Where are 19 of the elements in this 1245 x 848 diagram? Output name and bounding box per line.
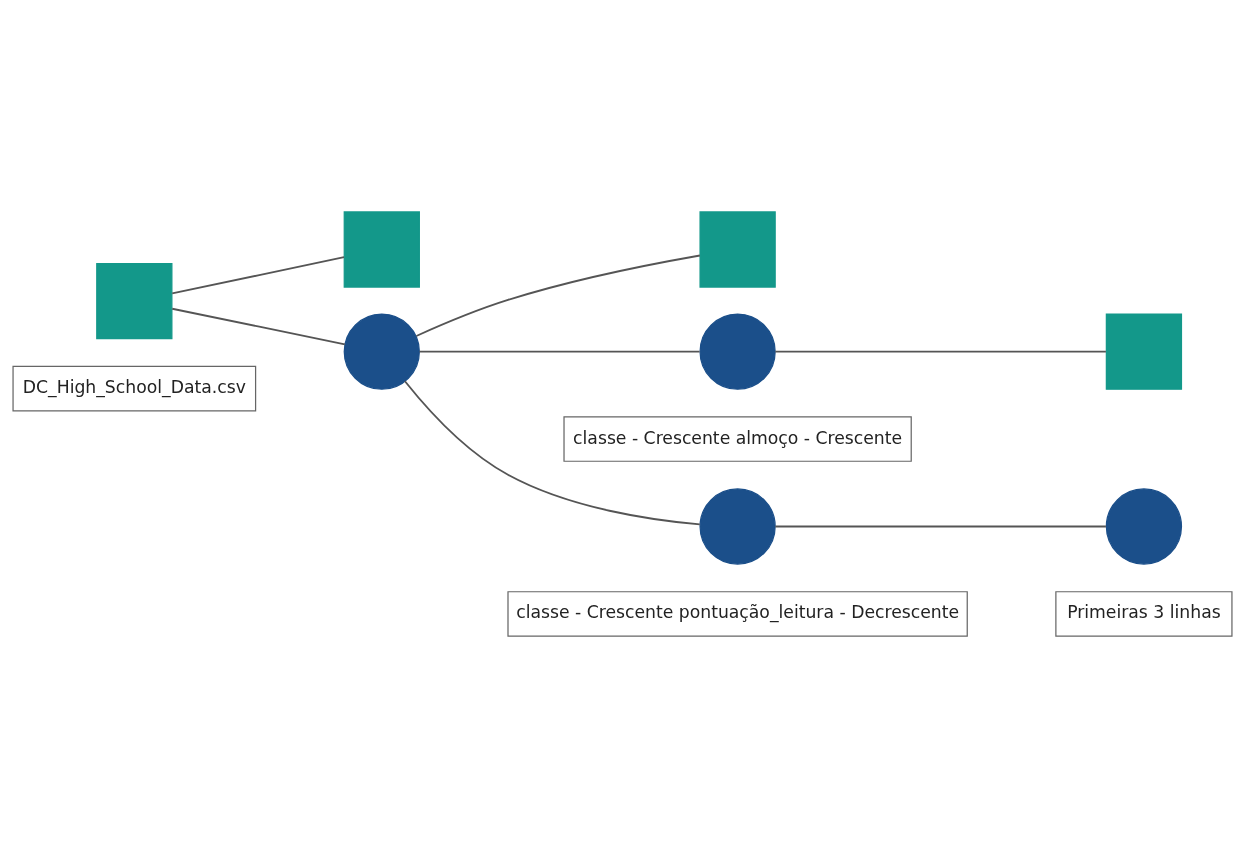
connector (774, 350, 1107, 353)
node-circle (699, 488, 776, 565)
node-label: Primeiras 3 linhas (1067, 602, 1221, 623)
node-circle (699, 313, 776, 390)
node-label: DC_High_School_Data.csv (22, 377, 246, 398)
connector (418, 350, 701, 353)
connector (774, 525, 1107, 528)
node-label: classe - Crescente almoço - Crescente (573, 427, 903, 448)
node-box (699, 211, 776, 288)
connector (171, 256, 345, 295)
node-box (96, 263, 173, 340)
node-box (1105, 313, 1183, 390)
node-circle (343, 313, 420, 390)
node-box (343, 211, 420, 288)
node-circle (1105, 488, 1183, 565)
node-label: classe - Crescente pontuação_leitura - Decrescente (516, 602, 960, 623)
connector (171, 307, 346, 346)
connector (404, 380, 701, 526)
connector (415, 254, 701, 337)
